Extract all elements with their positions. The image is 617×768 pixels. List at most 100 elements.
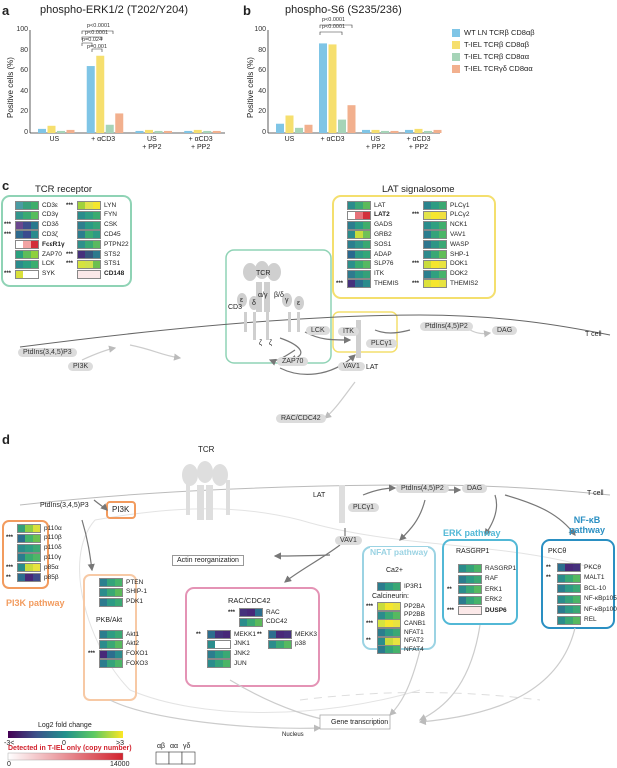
- heatmap-cell: [385, 646, 393, 653]
- gene-name: NFAT4: [404, 645, 424, 653]
- heatmap-cell: [378, 637, 386, 645]
- gamma-chain: γ: [285, 297, 289, 304]
- significance-stars: **: [196, 631, 201, 638]
- alpha-gamma-label: α/γ: [258, 292, 268, 299]
- heatmap-cell: [32, 525, 40, 532]
- heatmap-cells: [99, 659, 123, 669]
- heatmap-cell: [92, 231, 100, 239]
- heatmap-cell: [355, 280, 363, 288]
- bar-2-3: [424, 130, 432, 133]
- gene-name: PP2BB: [404, 611, 425, 618]
- gene-row: CD3ε: [4, 201, 58, 210]
- gene-name: DOK1: [450, 260, 468, 268]
- actin-reorganization: Actin reorganization: [172, 555, 244, 566]
- heatmap-cells: [423, 240, 447, 250]
- heatmap-cell: [107, 598, 115, 606]
- heatmap-cell: [438, 231, 446, 239]
- gene-row: CD3γ: [4, 210, 59, 220]
- nfkb-pathway-title: NF-κB pathway: [568, 515, 605, 535]
- cd3-label: CD3: [228, 304, 243, 311]
- gene-name: PDK1: [126, 598, 143, 606]
- heatmap-cell: [16, 221, 24, 229]
- tcr-receptor-shape-d: [182, 461, 345, 523]
- bar-3-1: [347, 105, 356, 133]
- chart-a-ytick: 20: [20, 108, 28, 116]
- heatmap-cell: [459, 607, 467, 614]
- log2-tick-mid: 0: [62, 740, 66, 747]
- heatmap-cell: [85, 231, 93, 239]
- heatmap-cell: [23, 260, 31, 268]
- gene-row: **p85β: [6, 573, 59, 582]
- pi345-label-d: PtdIns(3,4,5)P3: [40, 502, 89, 509]
- heatmap-cell: [92, 260, 100, 268]
- dag-node-c: DAG: [492, 326, 518, 335]
- heatmap-cells: [17, 553, 41, 563]
- heatmap-cell: [18, 534, 26, 542]
- gene-name: p110γ: [44, 553, 62, 561]
- significance-stars: ***: [66, 202, 74, 209]
- lat-label-c: LAT: [366, 364, 379, 371]
- heatmap-cell: [558, 595, 566, 603]
- bar-1-1: [328, 44, 337, 133]
- panel-b-label: b: [243, 3, 251, 18]
- gene-row: CDC42: [228, 617, 287, 627]
- heatmap-cell: [92, 241, 100, 249]
- heatmap-cells: [347, 210, 371, 220]
- heatmap-cell: [107, 631, 115, 638]
- gene-row: ***CD3δ: [4, 220, 59, 230]
- heatmap-cell: [392, 620, 400, 627]
- heatmap-cell: [348, 270, 356, 278]
- heatmap-cell: [215, 660, 223, 668]
- gene-name: Akt2: [126, 640, 140, 648]
- heatmap-cell: [424, 231, 432, 239]
- gene-name: MEKK1: [234, 630, 257, 638]
- heatmap-cell: [565, 564, 573, 571]
- heatmap-cell: [362, 202, 370, 209]
- gene-row: ***CANB1: [366, 619, 426, 628]
- gene-name: ADAP: [374, 250, 392, 258]
- heatmap-cell: [438, 202, 446, 209]
- heatmap-cells: [77, 259, 101, 269]
- heatmap-cells: [77, 210, 101, 220]
- heatmap-cells: [207, 630, 231, 639]
- heatmap-cell: [431, 280, 439, 288]
- gene-row: PLCγ1: [412, 201, 470, 210]
- heatmap-cell: [30, 211, 38, 219]
- heatmap-cell: [25, 544, 33, 552]
- heatmap-cell: [85, 241, 93, 249]
- bar-1-2: [371, 129, 380, 133]
- significance-stars: ***: [4, 222, 12, 229]
- heatmap-cell: [269, 631, 277, 638]
- chart-a-title: phospho-ERK1/2 (T202/Y204): [40, 4, 188, 16]
- gene-name: FcεR1γ: [42, 240, 65, 248]
- significance-stars: ***: [412, 212, 420, 219]
- heatmap-cells: [268, 630, 292, 639]
- heatmap-cell: [16, 251, 24, 258]
- heatmap-cell: [78, 202, 86, 209]
- heatmap-cell: [23, 270, 31, 278]
- significance-stars: **: [366, 638, 371, 644]
- heatmap-cell: [438, 260, 446, 268]
- heatmap-cell: [558, 564, 566, 571]
- nfat-pathway-title: NFAT pathway: [370, 547, 428, 557]
- chart-b-ytick: 100: [254, 26, 266, 33]
- heatmap-cell: [355, 260, 363, 268]
- gene-name: CD3γ: [42, 211, 59, 219]
- heatmap-cell: [78, 211, 86, 219]
- heatmap-cell: [431, 251, 439, 258]
- log2-colorbar: [8, 731, 123, 738]
- gene-row: **MALT1: [546, 573, 604, 583]
- heatmap-cell: [16, 211, 24, 219]
- tcr-receptor-box: [1, 195, 132, 287]
- heatmap-cells: [239, 617, 263, 627]
- gene-name: FOXO3: [126, 659, 149, 667]
- pi3k-pathway-box: [2, 520, 49, 589]
- heatmap-cell: [32, 534, 40, 542]
- tcr-receptor-title: TCR receptor: [35, 184, 93, 195]
- heatmap-cells: [15, 210, 39, 220]
- heatmap-cell: [362, 221, 370, 229]
- panel-c-label: c: [2, 178, 10, 193]
- heatmap-cell: [23, 221, 31, 229]
- gene-name: SOS1: [374, 240, 392, 248]
- gene-name: JUN: [234, 659, 247, 667]
